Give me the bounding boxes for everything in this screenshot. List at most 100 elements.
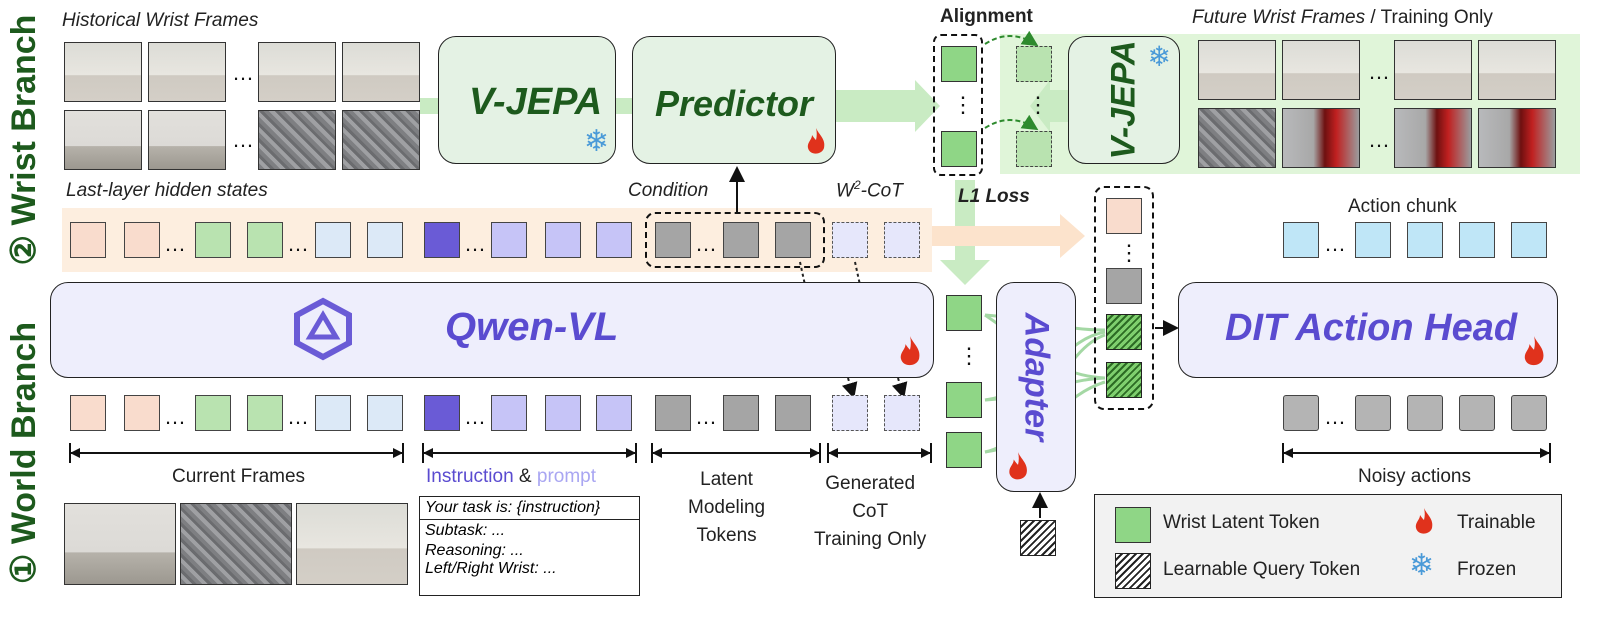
token [655, 395, 691, 431]
token [775, 222, 811, 258]
prompt-box: Your task is: {instruction} Subtask: ...… [419, 496, 640, 596]
action-token [1355, 222, 1391, 258]
token [1106, 198, 1142, 234]
legend-trainable-label: Trainable [1457, 512, 1536, 533]
token [775, 395, 811, 431]
legend-wrist-latent-swatch [1115, 507, 1151, 543]
query-output-token [1106, 314, 1142, 350]
latent-modeling-label: Latent Modeling Tokens [688, 469, 766, 546]
wrist-latent-token [941, 131, 977, 167]
w2cot-label: W2-CoT [836, 178, 903, 202]
wrist-latent-token [946, 382, 982, 418]
query-output-token [1106, 362, 1142, 398]
token [723, 222, 759, 258]
future-frame-7 [1394, 108, 1472, 168]
legend-frozen-label: Frozen [1457, 559, 1517, 580]
predicted-latents-group [933, 34, 983, 176]
hist-frame-4 [342, 42, 420, 102]
qwen-logo-icon [294, 297, 352, 361]
future-frame-1 [1198, 40, 1276, 100]
noisy-action-token [1355, 395, 1391, 431]
vdots: ⋮ [1118, 240, 1140, 265]
flame-icon [807, 128, 825, 154]
dots: … [464, 404, 486, 429]
hist-frame-1 [64, 42, 142, 102]
qwen-vl-module: Qwen-VL [50, 282, 934, 378]
historical-frames-label: Historical Wrist Frames [62, 10, 259, 31]
last-layer-label: Last-layer hidden states [66, 180, 268, 201]
alignment-label: Alignment [940, 6, 1033, 27]
dots: … [287, 404, 309, 429]
hist-frame-5 [64, 110, 142, 170]
token [596, 395, 632, 431]
hist-frame-2 [148, 42, 226, 102]
token [545, 222, 581, 258]
token [247, 222, 283, 258]
future-frame-8 [1478, 108, 1556, 168]
token [723, 395, 759, 431]
token [491, 222, 527, 258]
target-latent-token [1016, 131, 1052, 167]
token [124, 222, 160, 258]
token [247, 395, 283, 431]
noisy-action-token [1407, 395, 1443, 431]
action-token [1407, 222, 1443, 258]
generated-cot-label: Generated CoT Training Only [814, 473, 927, 550]
wrist-latent-token [946, 295, 982, 331]
future-frame-5 [1198, 108, 1276, 168]
token [424, 222, 460, 258]
adapter-output-group [1094, 186, 1154, 410]
action-chunk-label: Action chunk [1348, 196, 1457, 217]
dots: … [232, 60, 254, 85]
wrist-latent-token [946, 432, 982, 468]
vjepa-left-module: V-JEPA ❄ [438, 36, 616, 164]
hist-frame-3 [258, 42, 336, 102]
adapter-module: Adapter [996, 282, 1076, 492]
future-frames-label: Future Wrist Frames / Training Only [1192, 7, 1493, 28]
legend: Wrist Latent Token Learnable Query Token… [1094, 494, 1562, 598]
token [195, 395, 231, 431]
l1-loss-label: L1 Loss [958, 186, 1030, 207]
flame-icon [1524, 336, 1544, 366]
token [315, 222, 351, 258]
hist-frame-8 [342, 110, 420, 170]
token [424, 395, 460, 431]
legend-learnable-query-label: Learnable Query Token [1163, 559, 1361, 580]
action-token [1283, 222, 1319, 258]
instruction-prompt-label: Instruction & prompt [426, 466, 597, 487]
future-frame-4 [1478, 40, 1556, 100]
token [315, 395, 351, 431]
dots: … [232, 127, 254, 152]
condition-group [645, 212, 825, 268]
noisy-action-token [1283, 395, 1319, 431]
dots: … [695, 404, 717, 429]
dots: … [1368, 127, 1390, 152]
future-frame-6 [1282, 108, 1360, 168]
vdots: ⋮ [952, 92, 974, 117]
dots: … [287, 231, 309, 256]
condition-label: Condition [628, 180, 709, 201]
snowflake-icon: ❄ [583, 125, 609, 158]
legend-wrist-latent-label: Wrist Latent Token [1163, 512, 1320, 533]
noisy-actions-label: Noisy actions [1358, 466, 1471, 487]
dots: … [1368, 59, 1390, 84]
dots: … [164, 231, 186, 256]
token [124, 395, 160, 431]
vdots: ⋮ [1027, 92, 1049, 117]
token [195, 222, 231, 258]
vjepa-right-module: V-JEPA ❄ [1068, 36, 1180, 164]
snowflake-icon: ❄ [1409, 549, 1435, 582]
future-frame-2 [1282, 40, 1360, 100]
predictor-module: Predictor [632, 36, 836, 164]
dots: … [1324, 231, 1346, 256]
token [1106, 268, 1142, 304]
flame-icon [900, 336, 920, 366]
current-frame-3 [296, 503, 408, 585]
dots: … [1324, 404, 1346, 429]
dots: … [695, 231, 717, 256]
noisy-action-token [1459, 395, 1495, 431]
legend-learnable-query-swatch [1115, 553, 1151, 589]
cot-token [832, 222, 868, 258]
wrist-latent-token [941, 46, 977, 82]
hist-frame-7 [258, 110, 336, 170]
